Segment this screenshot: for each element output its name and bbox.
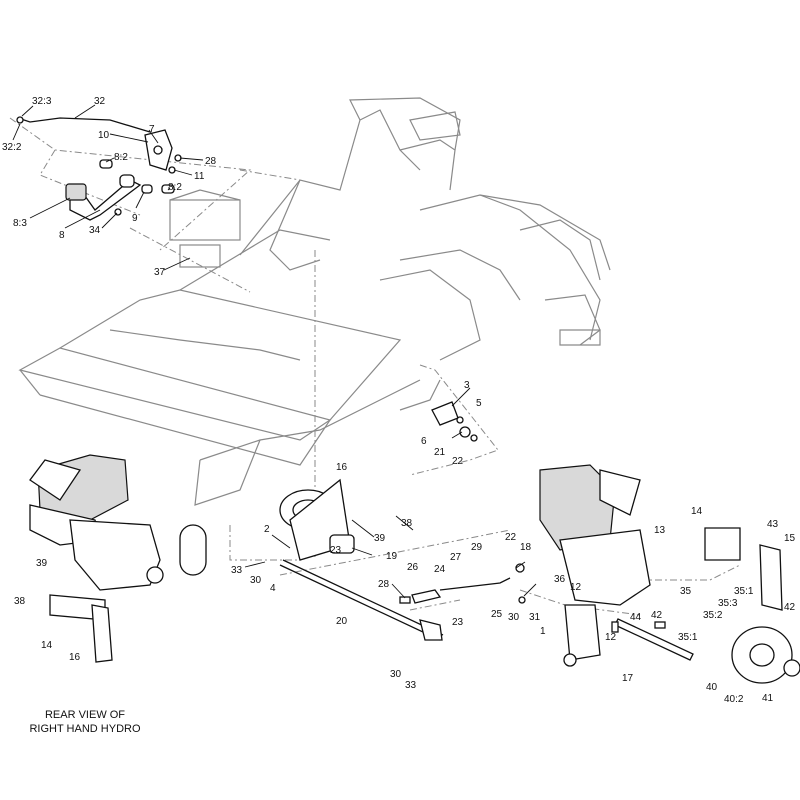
callout: 30: [390, 669, 402, 680]
callout: 40: [706, 682, 718, 693]
callout: 28: [378, 579, 390, 590]
callout-labels: 32:3 32 32:2 10 7 8:2 28 11 9 8:2 8:3 8 …: [2, 96, 796, 705]
callout: 7: [149, 124, 155, 135]
callout: 15: [784, 533, 796, 544]
control-rod-32: [16, 116, 151, 133]
callout: 30: [508, 612, 520, 623]
callout: 3: [464, 380, 470, 391]
center-pulley-assembly: [179, 478, 526, 641]
callout: 5: [476, 398, 482, 409]
callout: 38: [14, 596, 26, 607]
callout: 18: [520, 542, 532, 553]
callout: 10: [98, 130, 110, 141]
callout: 6: [421, 436, 427, 447]
callout: 39: [36, 558, 48, 569]
callout: 32:3: [32, 96, 52, 107]
callout: 35:1: [678, 632, 698, 643]
callout: 14: [41, 640, 53, 651]
callout: 25: [491, 609, 503, 620]
callout: 12: [605, 632, 617, 643]
callout: 29: [471, 542, 483, 553]
callout: 31: [529, 612, 541, 623]
callout: 42: [784, 602, 796, 613]
callout: 20: [336, 616, 348, 627]
callout: 12: [570, 582, 582, 593]
pivot-3: [431, 401, 478, 442]
caption-line-1: REAR VIEW OF: [44, 709, 126, 721]
callout: 9: [132, 213, 138, 224]
callout: 17: [622, 673, 634, 684]
callout: 16: [69, 652, 81, 663]
callout: 23: [330, 545, 342, 556]
callout: 1: [540, 626, 546, 637]
callout: 23: [452, 617, 464, 628]
callout: 19: [386, 551, 398, 562]
callout: 44: [630, 612, 642, 623]
bracket-7: [144, 129, 173, 171]
callout: 40:2: [724, 694, 744, 705]
callout: 38: [401, 518, 413, 529]
callout: 32:2: [2, 142, 22, 153]
callout: 22: [505, 532, 517, 543]
callout: 21: [434, 447, 446, 458]
callout: 2: [264, 524, 270, 535]
callout: 8:2: [168, 182, 182, 193]
callout: 37: [154, 267, 166, 278]
callout: 34: [89, 225, 101, 236]
lever-8: [65, 179, 142, 221]
callout: 33: [405, 680, 417, 691]
callout: 11: [194, 171, 205, 182]
callout: 32: [94, 96, 106, 107]
callout: 36: [554, 574, 566, 585]
callout: 35:2: [703, 610, 723, 621]
right-hydro-unit: [539, 464, 800, 684]
leader-lines: [12, 104, 537, 599]
callout: 33: [231, 565, 243, 576]
callout: 8:2: [114, 152, 128, 163]
callout: 22: [452, 456, 464, 467]
left-hydro-unit: [29, 454, 164, 663]
callout: 14: [691, 506, 703, 517]
callout: 16: [336, 462, 348, 473]
callout: 41: [762, 693, 774, 704]
callout: 27: [450, 552, 462, 563]
callout: 43: [767, 519, 779, 530]
callout: 8:3: [13, 218, 27, 229]
callout: 24: [434, 564, 446, 575]
callout: 42: [651, 610, 663, 621]
callout: 26: [407, 562, 419, 573]
callout: 39: [374, 533, 386, 544]
callout: 30: [250, 575, 262, 586]
callout: 35:1: [734, 586, 754, 597]
callout: 35:3: [718, 598, 738, 609]
callout: 4: [270, 583, 276, 594]
caption-line-2: RIGHT HAND HYDRO: [29, 723, 141, 735]
callout: 28: [205, 156, 217, 167]
callout: 35: [680, 586, 692, 597]
view-caption: REAR VIEW OF RIGHT HAND HYDRO: [10, 708, 160, 736]
callout: 13: [654, 525, 666, 536]
callout: 8: [59, 230, 65, 241]
